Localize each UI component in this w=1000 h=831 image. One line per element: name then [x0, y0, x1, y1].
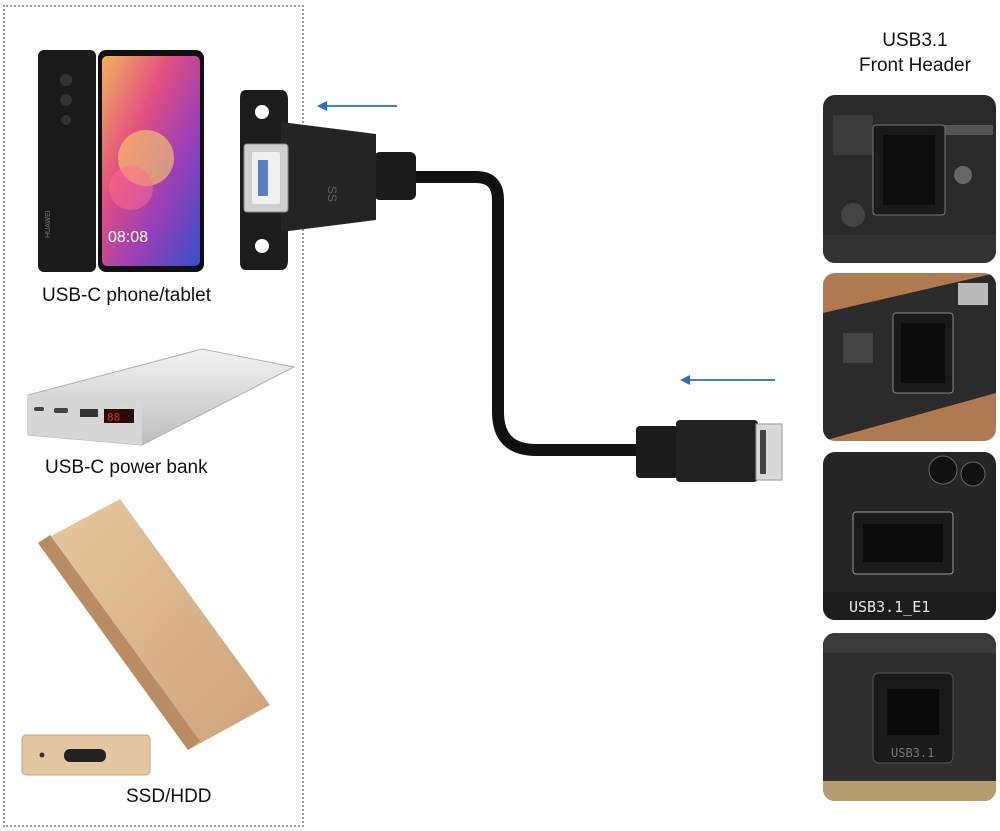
photo4-label: USB3.1	[891, 746, 934, 760]
photo3-label: USB3.1_E1	[849, 598, 930, 616]
front-header-title: USB3.1 Front Header	[830, 28, 1000, 78]
phone-image: HUAWEI 08:08	[38, 50, 204, 272]
motherboard-header-photo-1	[823, 95, 996, 263]
motherboard-header-photo-3: USB3.1_E1	[823, 452, 996, 620]
title-line-1: USB3.1	[882, 30, 948, 51]
device-group-outline	[3, 5, 304, 827]
phone-clock: 08:08	[108, 229, 148, 246]
ssd-caption: SSD/HDD	[126, 786, 212, 807]
left-arrow-icon	[317, 101, 397, 111]
power-bank-image: 88	[27, 348, 296, 446]
title-line-2: Front Header	[859, 55, 971, 76]
svg-text:88: 88	[107, 411, 120, 424]
cable-image: SS	[240, 90, 783, 482]
ssd-enclosure-image	[21, 499, 270, 776]
motherboard-header-photo-2	[823, 273, 996, 441]
motherboard-header-photo-4: USB3.1	[823, 633, 996, 801]
phone-caption: USB-C phone/tablet	[42, 285, 211, 306]
power-bank-caption: USB-C power bank	[45, 457, 208, 478]
panel-mount-mark: SS	[325, 186, 339, 202]
phone-brand: HUAWEI	[45, 210, 52, 238]
left-arrow-icon	[680, 375, 775, 385]
